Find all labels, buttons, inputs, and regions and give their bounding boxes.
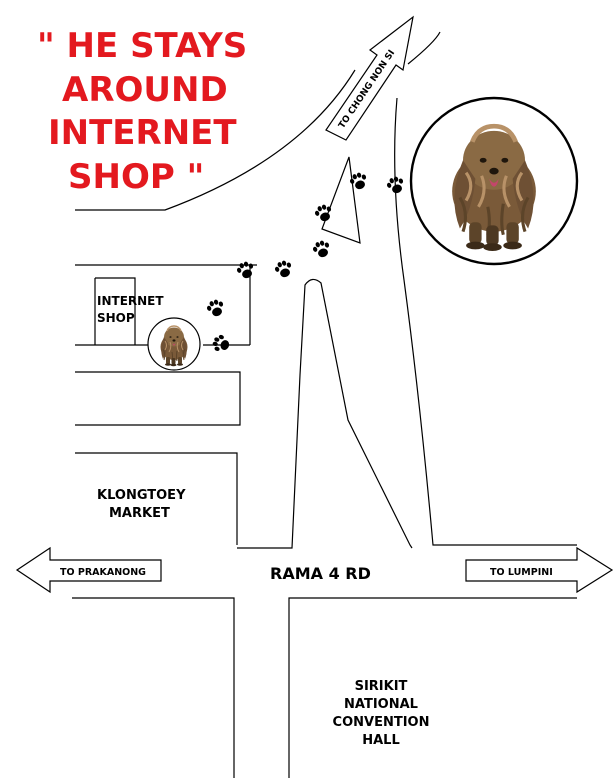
paw-print-icon	[210, 333, 232, 355]
title-line-3: INTERNET	[48, 113, 237, 153]
title-line-2: AROUND	[62, 70, 228, 110]
paw-print-icon	[235, 259, 257, 281]
triangle-island	[321, 156, 361, 244]
sirikit-label-4: HALL	[362, 733, 400, 748]
title-line-4: SHOP "	[68, 157, 204, 197]
sirikit-label-2: NATIONAL	[344, 697, 418, 712]
dog-photo-small	[147, 317, 201, 371]
arrow-to-chong-non-si	[325, 15, 414, 141]
paw-print-icon	[273, 258, 295, 280]
sirikit-label-1: SIRIKIT	[355, 679, 408, 694]
arrow-label-chong-non-si: TO CHONG NON SI	[337, 48, 397, 130]
klongtoey-label-1: KLONGTOEY	[97, 488, 186, 503]
arrow-to-lumpini	[465, 546, 614, 594]
internet-shop-label-1: INTERNET	[97, 294, 164, 308]
paw-print-icon	[385, 174, 407, 196]
paw-print-icon	[311, 238, 333, 260]
arrow-to-prakanong	[15, 546, 162, 594]
arrow-label-lumpini: TO LUMPINI	[490, 567, 553, 578]
paw-print-icon	[205, 297, 227, 319]
klongtoey-label-2: MARKET	[109, 506, 170, 521]
sirikit-label-3: CONVENTION	[333, 715, 430, 730]
title-line-1: " HE STAYS	[37, 26, 247, 66]
road-lines	[72, 31, 577, 778]
road-label-rama-4: RAMA 4 RD	[270, 564, 371, 583]
internet-shop-label-2: SHOP	[97, 311, 135, 325]
arrow-label-prakanong: TO PRAKANONG	[60, 567, 146, 578]
paw-trail	[205, 170, 407, 355]
dog-photo-large	[409, 96, 579, 266]
